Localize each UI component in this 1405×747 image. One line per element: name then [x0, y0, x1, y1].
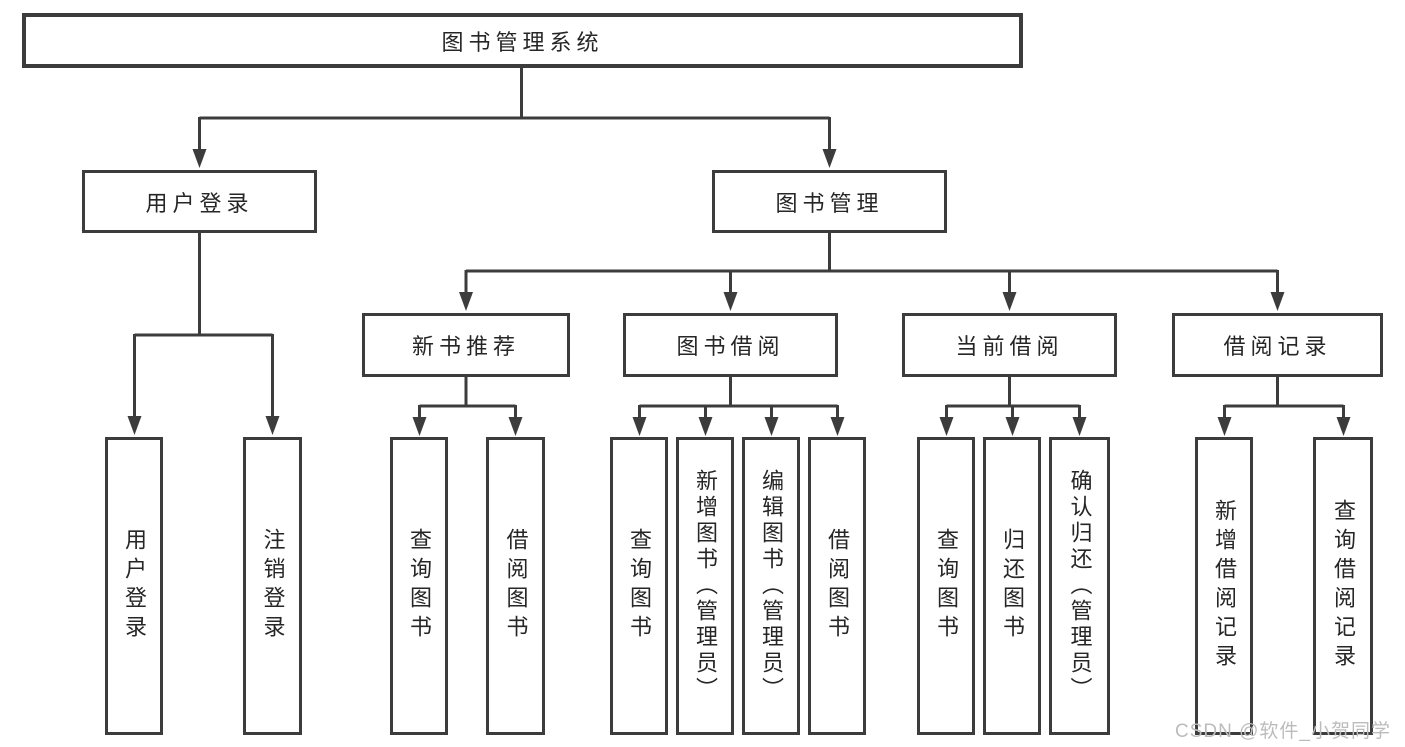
node-label: 当前借阅 — [955, 334, 1064, 359]
node-label: 查询图书 — [407, 528, 432, 644]
leaf-user-login: 用户登录 — [105, 437, 163, 735]
node-label: 借阅记录 — [1223, 334, 1332, 359]
watermark-text: CSDN @软件_小贺同学 — [1175, 721, 1391, 742]
node-label: 用户登录 — [122, 528, 147, 644]
node-library-management-system: 图书管理系统 — [22, 13, 1023, 68]
node-label: 图书管理系统 — [441, 29, 604, 55]
node-label: 借阅图书 — [503, 528, 529, 644]
leaf-confirm-return-admin: 确认归还（管理员） — [1049, 437, 1110, 735]
node-new-book-recommendation: 新书推荐 — [362, 313, 570, 377]
leaf-add-borrow-record: 新增借阅记录 — [1195, 437, 1253, 735]
node-label: 确认归还（管理员） — [1067, 469, 1093, 703]
leaf-edit-books-admin: 编辑图书（管理员） — [742, 437, 800, 735]
node-label: 用户登录 — [145, 190, 254, 216]
node-label: 借阅图书 — [825, 528, 850, 644]
connector-paths — [133, 68, 1345, 420]
node-label: 图书管理 — [775, 190, 884, 216]
leaf-borrow-books-recommend: 借阅图书 — [486, 437, 545, 735]
node-label: 新书推荐 — [411, 334, 520, 359]
leaf-logout-login: 注销登录 — [243, 437, 302, 735]
node-label: 图书借阅 — [676, 334, 785, 359]
leaf-return-books: 归还图书 — [983, 437, 1041, 735]
leaf-query-books-borrowing: 查询图书 — [610, 437, 668, 735]
leaf-query-borrow-record: 查询借阅记录 — [1313, 437, 1373, 735]
leaf-query-books-recommend: 查询图书 — [390, 437, 448, 735]
node-label: 新增图书（管理员） — [693, 469, 718, 703]
node-user-login: 用户登录 — [82, 170, 317, 233]
node-book-borrowing: 图书借阅 — [623, 313, 838, 377]
node-label: 编辑图书（管理员） — [759, 469, 784, 703]
node-borrowing-records: 借阅记录 — [1172, 313, 1383, 377]
leaf-add-books-admin: 新增图书（管理员） — [676, 437, 734, 735]
node-current-borrowing: 当前借阅 — [902, 313, 1117, 377]
node-label: 新增借阅记录 — [1212, 499, 1237, 673]
node-label: 查询图书 — [934, 528, 959, 644]
node-label: 注销登录 — [260, 528, 286, 644]
node-label: 查询图书 — [627, 528, 652, 644]
arrowheads — [127, 149, 1351, 436]
node-label: 归还图书 — [1000, 528, 1025, 644]
leaf-borrow-books-borrowing: 借阅图书 — [808, 437, 866, 735]
node-book-management: 图书管理 — [712, 170, 947, 233]
node-label: 查询借阅记录 — [1331, 499, 1356, 673]
leaf-query-books-current: 查询图书 — [917, 437, 975, 735]
